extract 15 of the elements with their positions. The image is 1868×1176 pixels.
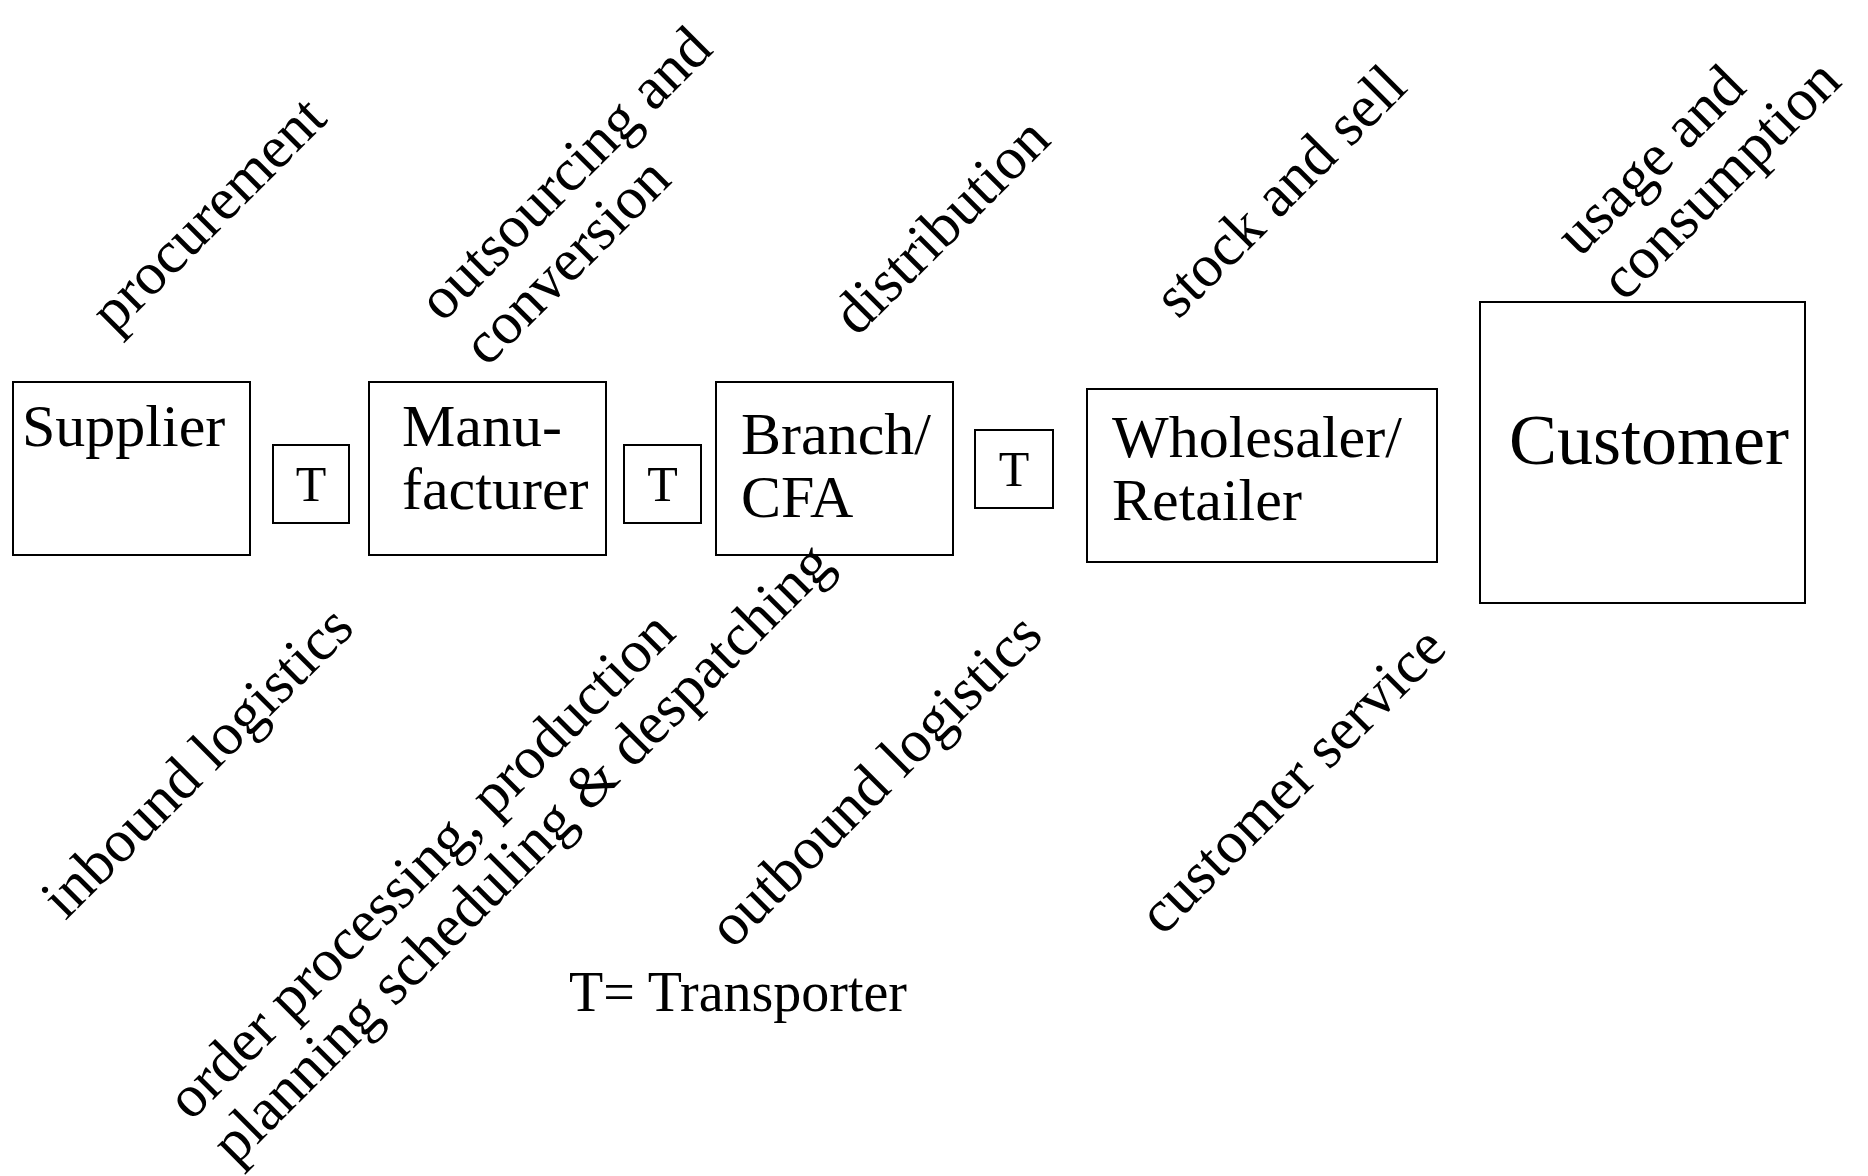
- node-label: Customer: [1509, 403, 1790, 479]
- transporter-box: [272, 444, 350, 524]
- transporter-box: [974, 429, 1054, 509]
- process-box: [368, 381, 607, 556]
- node-label: Supplier: [22, 395, 227, 458]
- node-label: T: [295, 457, 327, 511]
- transporter-box: [623, 444, 702, 524]
- process-box: [12, 381, 251, 556]
- node-label: Manu- facturer: [402, 395, 590, 521]
- process-box: [1479, 301, 1806, 604]
- node-label: Branch/ CFA: [741, 403, 932, 529]
- process-box: [1086, 388, 1438, 563]
- node-label: T: [998, 442, 1030, 496]
- node-label: T: [647, 457, 678, 511]
- node-label: Wholesaler/ Retailer: [1112, 406, 1403, 532]
